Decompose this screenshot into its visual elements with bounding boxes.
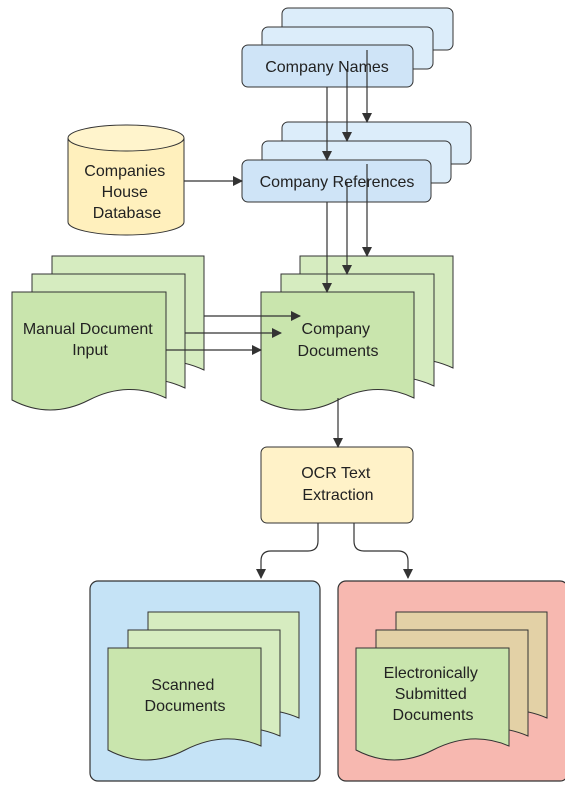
electronic-label-line-2: Submitted [395, 686, 467, 703]
companies-house-database-node[interactable]: Companies House Database [67, 124, 185, 236]
electronic-label-line-3: Documents [393, 707, 474, 724]
manual-input-doc-front [11, 291, 167, 411]
electronic-documents-label: Electronically Submitted Documents [384, 665, 483, 724]
company-documents-label-line-1: Company [302, 321, 370, 338]
company-names-label: Company Names [265, 59, 389, 76]
scanned-documents-label: Scanned Documents [145, 677, 226, 715]
ocr-label: OCR Text Extraction [301, 465, 375, 504]
edge-ocr-to-scanned [256, 523, 319, 579]
ocr-label-line-1: OCR Text [301, 465, 371, 482]
company-names-node[interactable]: Company Names [241, 7, 454, 88]
scanned-doc-front [107, 647, 262, 761]
manual-input-label-line-1: Manual Document [23, 321, 153, 338]
ocr-box [260, 446, 414, 524]
database-label-line-1: Companies [84, 163, 165, 180]
manual-document-input-node[interactable]: Manual Document Input [11, 255, 205, 411]
ocr-text-extraction-node[interactable]: OCR Text Extraction [260, 446, 414, 524]
database-cylinder-top [67, 124, 185, 152]
database-label-line-3: Database [93, 205, 162, 222]
manual-input-label-line-2: Input [72, 342, 108, 359]
electronic-doc-front [355, 647, 510, 761]
electronic-label-line-1: Electronically [384, 665, 478, 682]
company-documents-node[interactable]: Company Documents [260, 255, 454, 411]
database-cylinder-body [67, 138, 185, 236]
scanned-label-line-1: Scanned [151, 677, 214, 694]
company-references-label: Company References [260, 174, 415, 191]
ocr-label-line-2: Extraction [302, 487, 373, 504]
company-references-node[interactable]: Company References [241, 121, 472, 203]
company-documents-label: Company Documents [298, 321, 379, 360]
database-label-line-2: House [102, 184, 148, 201]
edge-ocr-to-electronic [353, 523, 413, 579]
database-label: Companies House Database [84, 163, 169, 222]
scanned-label-line-2: Documents [145, 698, 226, 715]
scanned-documents-node[interactable]: Scanned Documents [107, 611, 300, 761]
electronically-submitted-documents-node[interactable]: Electronically Submitted Documents [355, 611, 548, 761]
company-documents-label-line-2: Documents [298, 343, 379, 360]
manual-input-label: Manual Document Input [23, 321, 157, 359]
